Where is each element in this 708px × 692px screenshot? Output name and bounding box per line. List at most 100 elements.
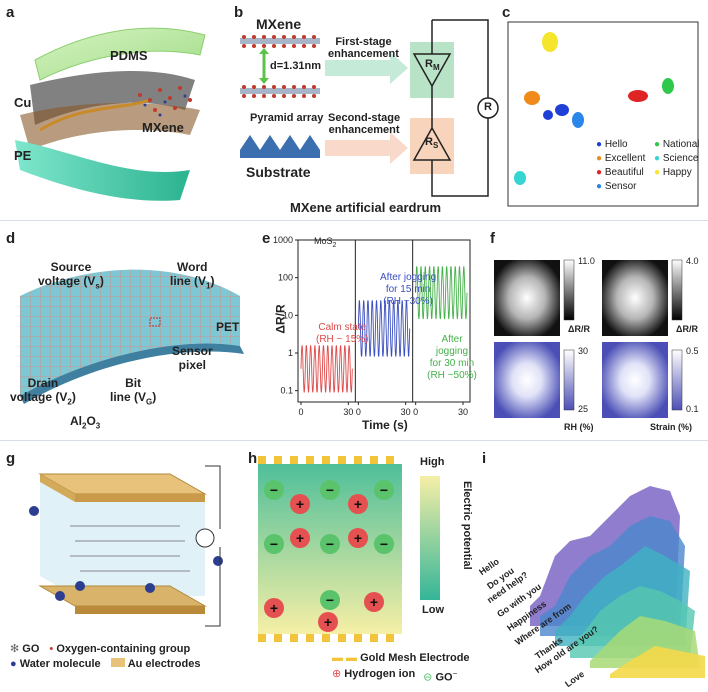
cluster-sensor (572, 112, 584, 128)
go-sensor-illustration (29, 465, 223, 627)
go-ion: − (264, 534, 284, 554)
legend-national: ● National (654, 139, 700, 150)
cluster-excellent (524, 91, 540, 105)
go-ion: − (320, 534, 340, 554)
r-label: R (484, 101, 492, 113)
legend-hydrogen: ⊕ Hydrogen ion (332, 668, 416, 680)
colorbar-1-unit: ΔR/R (568, 324, 590, 334)
panel-b: b MXene d=1.31nm (230, 0, 500, 218)
legend-beautiful: ● Beautiful (596, 167, 644, 178)
go-ion: − (320, 480, 340, 500)
panel-g: g ✻ GO • Oxygen-containing group ● Water… (0, 446, 240, 683)
panel-e-label: e (262, 230, 271, 247)
series-line-1 (300, 345, 353, 393)
bit-line-label: Bit line (VG) (110, 376, 157, 407)
hydrogen-ion: + (348, 494, 368, 514)
svg-text:+: + (324, 614, 332, 630)
x-tick-label: 30 (458, 407, 468, 417)
second-stage-arrow (325, 132, 408, 164)
colorbar-3-unit: RH (%) (564, 422, 594, 432)
tsne-cluster-plot (507, 21, 699, 207)
pdms-label: PDMS (110, 48, 148, 63)
y-tick-label: 1 (288, 348, 293, 358)
panel-h: h − + − + − − + − + − + − + (244, 446, 473, 686)
svg-text:−: − (270, 482, 278, 498)
cluster-beautiful (628, 90, 648, 102)
cluster-happy (542, 32, 558, 52)
svg-text:−: − (326, 536, 334, 552)
colorbar-2-unit: ΔR/R (676, 324, 698, 334)
svg-text:+: + (354, 496, 362, 512)
high-label: High (420, 456, 445, 468)
rm-label: RM (425, 58, 440, 73)
svg-text:+: + (296, 496, 304, 512)
phrase-love: Love (563, 668, 587, 690)
potential-colorbar (420, 476, 440, 600)
al2o3-label: Al2O3 (70, 414, 101, 431)
legend-oxygen: • Oxygen-containing group (49, 643, 191, 655)
cluster-science (514, 171, 526, 185)
x-tick-label: 0 (356, 407, 361, 417)
svg-text:+: + (270, 600, 278, 616)
go-ion: − (320, 590, 340, 610)
panel-f-label: f (490, 230, 495, 247)
colorbar-2 (671, 259, 683, 321)
pyramid-label: Pyramid array (250, 112, 324, 124)
meter-icon (195, 528, 215, 548)
potential-legend: ▬ ▬ Gold Mesh Electrode ⊕ Hydrogen ion ⊖… (332, 650, 470, 686)
colorbar-3 (563, 349, 575, 411)
y-tick-label: 100 (278, 273, 293, 283)
svg-text:−: − (380, 482, 388, 498)
row-divider-1 (0, 220, 708, 221)
hydrogen-ion: + (290, 528, 310, 548)
legend-happy: ● Happy (654, 167, 692, 178)
svg-text:+: + (370, 594, 378, 610)
cluster-legend: ● Hello ● National ● Excellent ● Science… (596, 138, 700, 194)
legend-electrode: ▬ ▬ Gold Mesh Electrode (332, 652, 470, 664)
hydrogen-ion: + (290, 494, 310, 514)
go-ion: − (374, 534, 394, 554)
y-tick-label: 10 (283, 310, 293, 320)
panel-i-label: i (482, 450, 487, 467)
legend-sensor: ● Sensor (596, 181, 637, 192)
hydrogen-ion: + (348, 528, 368, 548)
colorbar-4-min: 0.1 (686, 404, 699, 414)
series-line-2 (357, 300, 411, 357)
panel-f: f 11.0 ΔR/R 4.0 ΔR/R 30 25 RH (%) 0.5 0.… (480, 226, 708, 438)
y-tick-label: 1000 (273, 235, 293, 245)
legend-water: ● Water molecule (10, 658, 101, 670)
hydrogen-ion: + (264, 598, 284, 618)
heatmap-strain (602, 342, 668, 418)
x-axis-label: Time (s) (362, 418, 408, 432)
substrate-label: Substrate (246, 164, 311, 180)
panel-b-label: b (234, 4, 244, 21)
mxene-title: MXene (256, 16, 302, 32)
calm-annotation: Calm state(RH ~ 15%) (316, 322, 369, 345)
heatmap-rh (494, 342, 560, 418)
first-stage-arrow (325, 52, 408, 84)
svg-text:−: − (270, 536, 278, 552)
panel-d: d Source voltage (Vs) Word line (V1) PET… (0, 226, 262, 438)
waterfall-signal-plot (530, 486, 705, 678)
resistor-r-symbol (477, 97, 499, 119)
legend-go: ✻ GO (10, 643, 40, 655)
colorbar-3-min: 25 (578, 404, 589, 414)
plot-frame (297, 239, 471, 403)
drain-voltage-label: Drain voltage (V2) (10, 376, 76, 407)
legend-au: Au electrodes (110, 657, 200, 672)
x-tick-label: 30 (343, 407, 353, 417)
eardrum-circuit-diagram (240, 19, 499, 197)
panel-a-label: a (6, 4, 15, 21)
mxene-label: MXene (142, 120, 184, 135)
svg-text:−: − (326, 592, 334, 608)
hydrogen-ion: + (318, 612, 338, 632)
x-tick-label: 0 (413, 407, 418, 417)
svg-text:−: − (380, 536, 388, 552)
panel-c: c ● Hello ● National ● Excellent ● Scien… (500, 0, 708, 218)
row-divider-2 (0, 440, 708, 441)
svg-text:−: − (326, 482, 334, 498)
legend-hello: ● Hello (596, 139, 628, 150)
